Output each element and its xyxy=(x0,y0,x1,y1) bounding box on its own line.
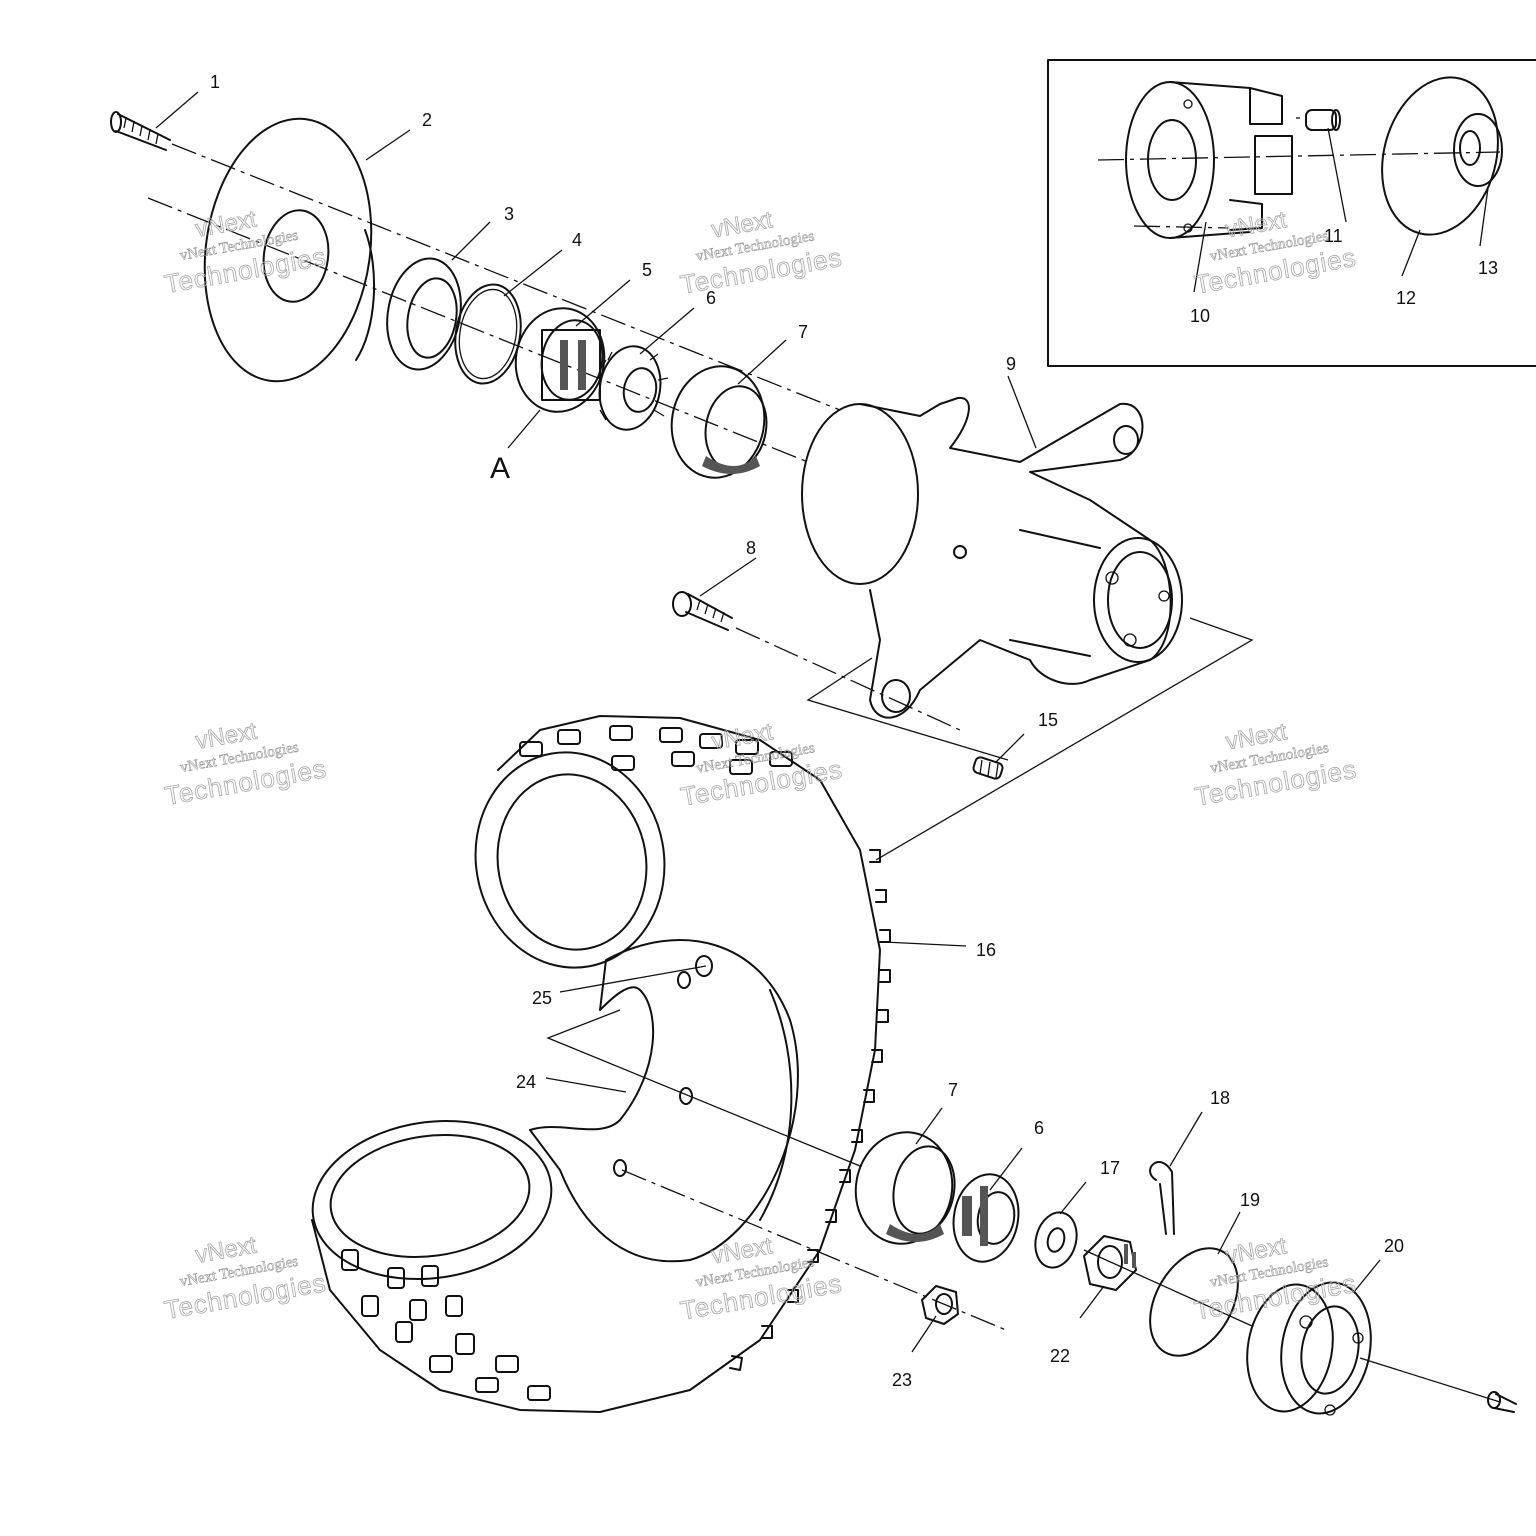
callout-2: 2 xyxy=(422,110,432,130)
part-8-bolt xyxy=(672,591,733,631)
part-22-nut xyxy=(1083,1235,1137,1291)
callout-3: 3 xyxy=(504,204,514,224)
callout-15: 15 xyxy=(1038,710,1058,730)
part-21-bolt xyxy=(1487,1391,1517,1413)
callout-7: 7 xyxy=(798,322,808,342)
callout-25: 25 xyxy=(532,988,552,1008)
callout-17: 17 xyxy=(1100,1158,1120,1178)
callout-18: 18 xyxy=(1210,1088,1230,1108)
part-7-race-lower xyxy=(854,1131,956,1245)
callout-11: 11 xyxy=(1324,226,1343,246)
watermark-bottom-center: vNext vNext Technologies Technologies xyxy=(678,1232,845,1326)
part-17-washer xyxy=(1034,1211,1078,1269)
part-3-seal xyxy=(386,257,462,371)
watermark-mid-right: vNext vNext Technologies Technologies xyxy=(1192,718,1359,812)
upper-axis-line-a xyxy=(171,143,841,411)
lower-leader-a xyxy=(546,1009,861,1167)
callout-6: 6 xyxy=(706,288,716,308)
lower-axis-main xyxy=(1083,1249,1253,1327)
part-16-tire xyxy=(311,715,891,1413)
callout-4: 4 xyxy=(572,230,582,250)
part-19-ring xyxy=(1149,1247,1239,1357)
part-24-rim xyxy=(529,939,799,1263)
part-11-pin xyxy=(1305,109,1341,131)
part-2-brake-disc xyxy=(203,117,376,383)
callout-16: 16 xyxy=(976,940,996,960)
callout-6-lower: 6 xyxy=(1034,1118,1044,1138)
part-5-bearing-assembly xyxy=(514,307,606,413)
callout-24: 24 xyxy=(516,1072,536,1092)
section-label-a: A xyxy=(490,452,510,485)
part-23-lug-nut xyxy=(921,1285,959,1325)
watermark-top-right: vNext vNext Technologies Technologies xyxy=(1192,206,1359,300)
upper-axis-line-b xyxy=(147,197,809,463)
part-12-ring xyxy=(1381,76,1499,236)
leader-lines xyxy=(155,91,1489,1353)
part-18-cotter-pin xyxy=(1149,1161,1175,1235)
part-13-seal xyxy=(1453,113,1503,187)
callout-1: 1 xyxy=(210,72,220,92)
callout-10: 10 xyxy=(1190,306,1210,326)
watermark-top-center: vNext vNext Technologies Technologies xyxy=(678,206,845,300)
callout-20: 20 xyxy=(1384,1236,1404,1256)
watermark-bottom-left: vNext vNext Technologies Technologies xyxy=(162,1231,329,1325)
watermark-mid-left: vNext vNext Technologies Technologies xyxy=(162,717,329,811)
callout-13: 13 xyxy=(1478,258,1498,278)
part-6-tapered-bearing-upper xyxy=(598,345,669,431)
part-7-race-upper xyxy=(670,365,768,479)
callout-labels: 1 2 3 4 5 6 7 8 9 10 11 12 13 15 16 17 1… xyxy=(210,72,1498,1390)
watermark-bottom-right: vNext vNext Technologies Technologies xyxy=(1192,1232,1359,1326)
callout-23: 23 xyxy=(892,1370,912,1390)
callout-12: 12 xyxy=(1396,288,1416,308)
bolt-8-axis xyxy=(735,627,961,731)
callout-8: 8 xyxy=(746,538,756,558)
part-15-screw xyxy=(972,756,1004,780)
callout-5: 5 xyxy=(642,260,652,280)
callout-9: 9 xyxy=(1006,354,1016,374)
callout-19: 19 xyxy=(1240,1190,1260,1210)
part-9-hub xyxy=(801,396,1183,719)
leader-hub-left xyxy=(806,657,1009,761)
callout-22: 22 xyxy=(1050,1346,1070,1366)
callout-7-lower: 7 xyxy=(948,1080,958,1100)
part-1-bolt xyxy=(110,111,171,151)
part-10-hub xyxy=(1125,81,1293,239)
part-20-hub-cap xyxy=(1246,1281,1372,1416)
part-6-tapered-bearing-lower xyxy=(952,1173,1020,1263)
inset-box xyxy=(1047,59,1536,367)
leader-hub-right xyxy=(875,617,1254,861)
lower-axis-bolt xyxy=(1359,1357,1501,1403)
lower-axis-stud xyxy=(621,1169,1007,1331)
